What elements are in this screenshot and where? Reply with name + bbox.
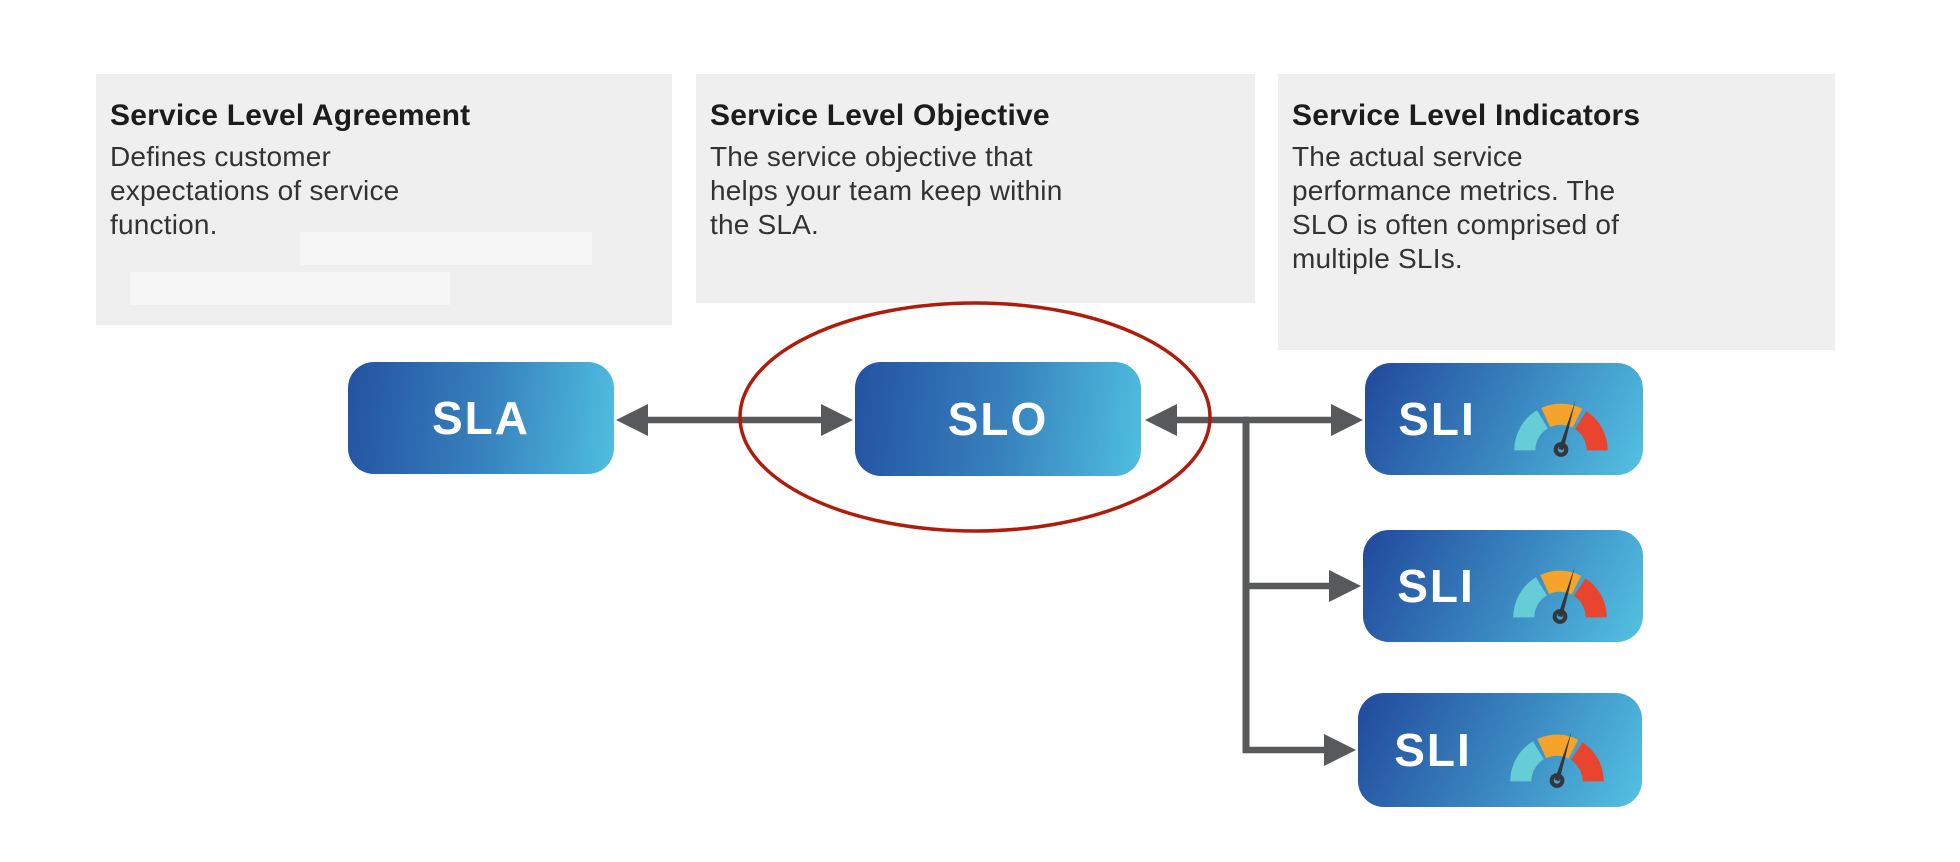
- arrowhead-into-sli1: [1331, 404, 1363, 436]
- sli-node-2: SLI: [1363, 530, 1643, 642]
- arrowhead-into-sli2: [1329, 570, 1361, 602]
- sli-node-label: SLI: [1398, 393, 1476, 445]
- arrowhead-left-into-sla: [616, 404, 648, 436]
- sli-node-label: SLI: [1394, 724, 1472, 776]
- sli-node-label: SLI: [1397, 560, 1475, 612]
- arrowhead-into-sli3: [1324, 734, 1356, 766]
- description-body-slo: The service objective that helps your te…: [710, 141, 1063, 240]
- description-box-slo: Service Level Objective The service obje…: [696, 74, 1255, 303]
- redacted-text-band: [130, 272, 450, 305]
- description-body-sli: The actual service performance metrics. …: [1292, 141, 1620, 274]
- description-title-slo: Service Level Objective: [710, 99, 1050, 132]
- slo-node-label: SLO: [947, 393, 1049, 445]
- slo-node: SLO: [855, 362, 1141, 476]
- gauge-icon: [1514, 399, 1608, 457]
- description-title-sli: Service Level Indicators: [1292, 99, 1641, 132]
- description-body-sla: Defines customer expectations of service…: [110, 141, 400, 240]
- description-box-sli: Service Level Indicators The actual serv…: [1278, 74, 1835, 350]
- description-title-sla: Service Level Agreement: [110, 99, 471, 132]
- sli-node-3: SLI: [1358, 693, 1642, 807]
- arrowhead-branch-into-slo: [1145, 404, 1177, 436]
- sla-node-label: SLA: [432, 392, 530, 444]
- gauge-icon: [1510, 730, 1604, 788]
- sli-node-1: SLI: [1365, 363, 1643, 475]
- redacted-text-band: [300, 232, 592, 265]
- arrowhead-right-into-slo: [821, 404, 853, 436]
- gauge-icon: [1513, 566, 1607, 624]
- sla-node: SLA: [348, 362, 614, 474]
